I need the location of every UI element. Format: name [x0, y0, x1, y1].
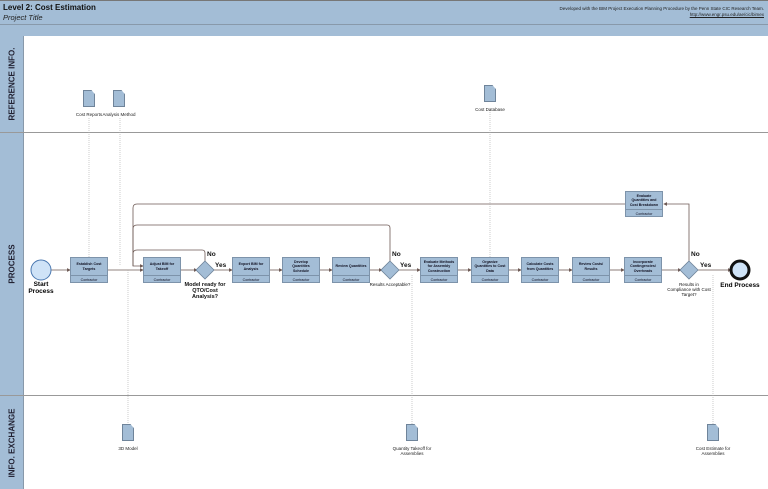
task-role: Contractor — [144, 275, 180, 283]
task-name: Review Costs/ Results — [578, 262, 604, 271]
yes-label: Yes — [400, 262, 412, 269]
gateway-results-acceptable — [380, 260, 400, 280]
start-event — [30, 259, 52, 281]
task-role: Contractor — [283, 275, 319, 283]
header-strip — [0, 25, 768, 36]
start-label: Start Process — [28, 281, 54, 295]
gateway-model-ready — [195, 260, 215, 280]
title-bar: Level 2: Cost Estimation Project Title D… — [0, 0, 768, 25]
task-name: Establish Cost Targets — [76, 262, 102, 271]
lane-exchange: INFO. EXCHANGE — [0, 396, 768, 489]
document-icon — [707, 424, 719, 441]
document-icon — [113, 90, 125, 107]
end-label: End Process — [720, 282, 760, 289]
yes-label: Yes — [700, 262, 712, 269]
document-icon — [406, 424, 418, 441]
credit-link[interactable]: http://www.engr.psu.edu/ae/cic/bimex — [689, 12, 764, 17]
task-role: Contractor — [333, 275, 369, 283]
task-role: Contractor — [625, 275, 661, 283]
no-label: No — [392, 251, 401, 258]
task-name: Adjust BIM for Takeoff — [149, 262, 175, 271]
task-name: Evaluate Quantities and Cost Breakdown — [629, 194, 659, 207]
task-name: Review Quantities — [335, 264, 367, 269]
lane-reference: REFERENCE INFO. — [0, 36, 768, 133]
task-role: Contractor — [421, 275, 457, 283]
task-role: Contractor — [573, 275, 609, 283]
gateway-label: Results Acceptable? — [369, 282, 411, 287]
task-box[interactable]: Evaluate Methods for Assembly Constructi… — [420, 257, 458, 283]
task-name: Export BIM for Analysis — [238, 262, 264, 271]
document-label: Quantity Takeoff for Assemblies — [392, 446, 432, 456]
page-title: Level 2: Cost Estimation — [3, 3, 96, 12]
no-label: No — [207, 251, 216, 258]
task-role: Contractor — [626, 209, 662, 217]
gateway-compliance — [679, 260, 699, 280]
task-role: Contractor — [472, 275, 508, 283]
task-name: Develop Quantities Schedule — [292, 260, 310, 273]
task-role: Contractor — [71, 275, 107, 283]
end-event — [729, 259, 751, 281]
project-title: Project Title — [3, 13, 43, 22]
document-label: Analysis Method — [102, 112, 136, 117]
no-label: No — [691, 251, 700, 258]
task-role: Contractor — [233, 275, 269, 283]
document-icon — [83, 90, 95, 107]
document-label: Cost Database — [475, 107, 505, 112]
task-name: Organize Quantities to Cost Data — [474, 260, 506, 273]
task-name: Evaluate Methods for Assembly Constructi… — [423, 260, 455, 273]
document-icon — [484, 85, 496, 102]
document-icon — [122, 424, 134, 441]
task-role: Contractor — [522, 275, 558, 283]
document-label: Cost Reports — [75, 112, 103, 117]
task-name: Calculate Costs from Quantities — [526, 262, 554, 271]
credit-text: Developed with the BIM Project Execution… — [559, 6, 764, 11]
yes-label: Yes — [215, 262, 227, 269]
document-label: 3D Model — [118, 446, 138, 451]
task-name: Incorporate Contingencies/ Overheads — [630, 260, 656, 273]
gateway-label: Results in Compliance with Cost Target? — [667, 282, 711, 297]
document-label: Cost Estimate for Assemblies — [695, 446, 731, 456]
lane-process: PROCESS — [0, 133, 768, 396]
gateway-label: Model ready for QTO/Cost Analysis? — [184, 282, 226, 300]
